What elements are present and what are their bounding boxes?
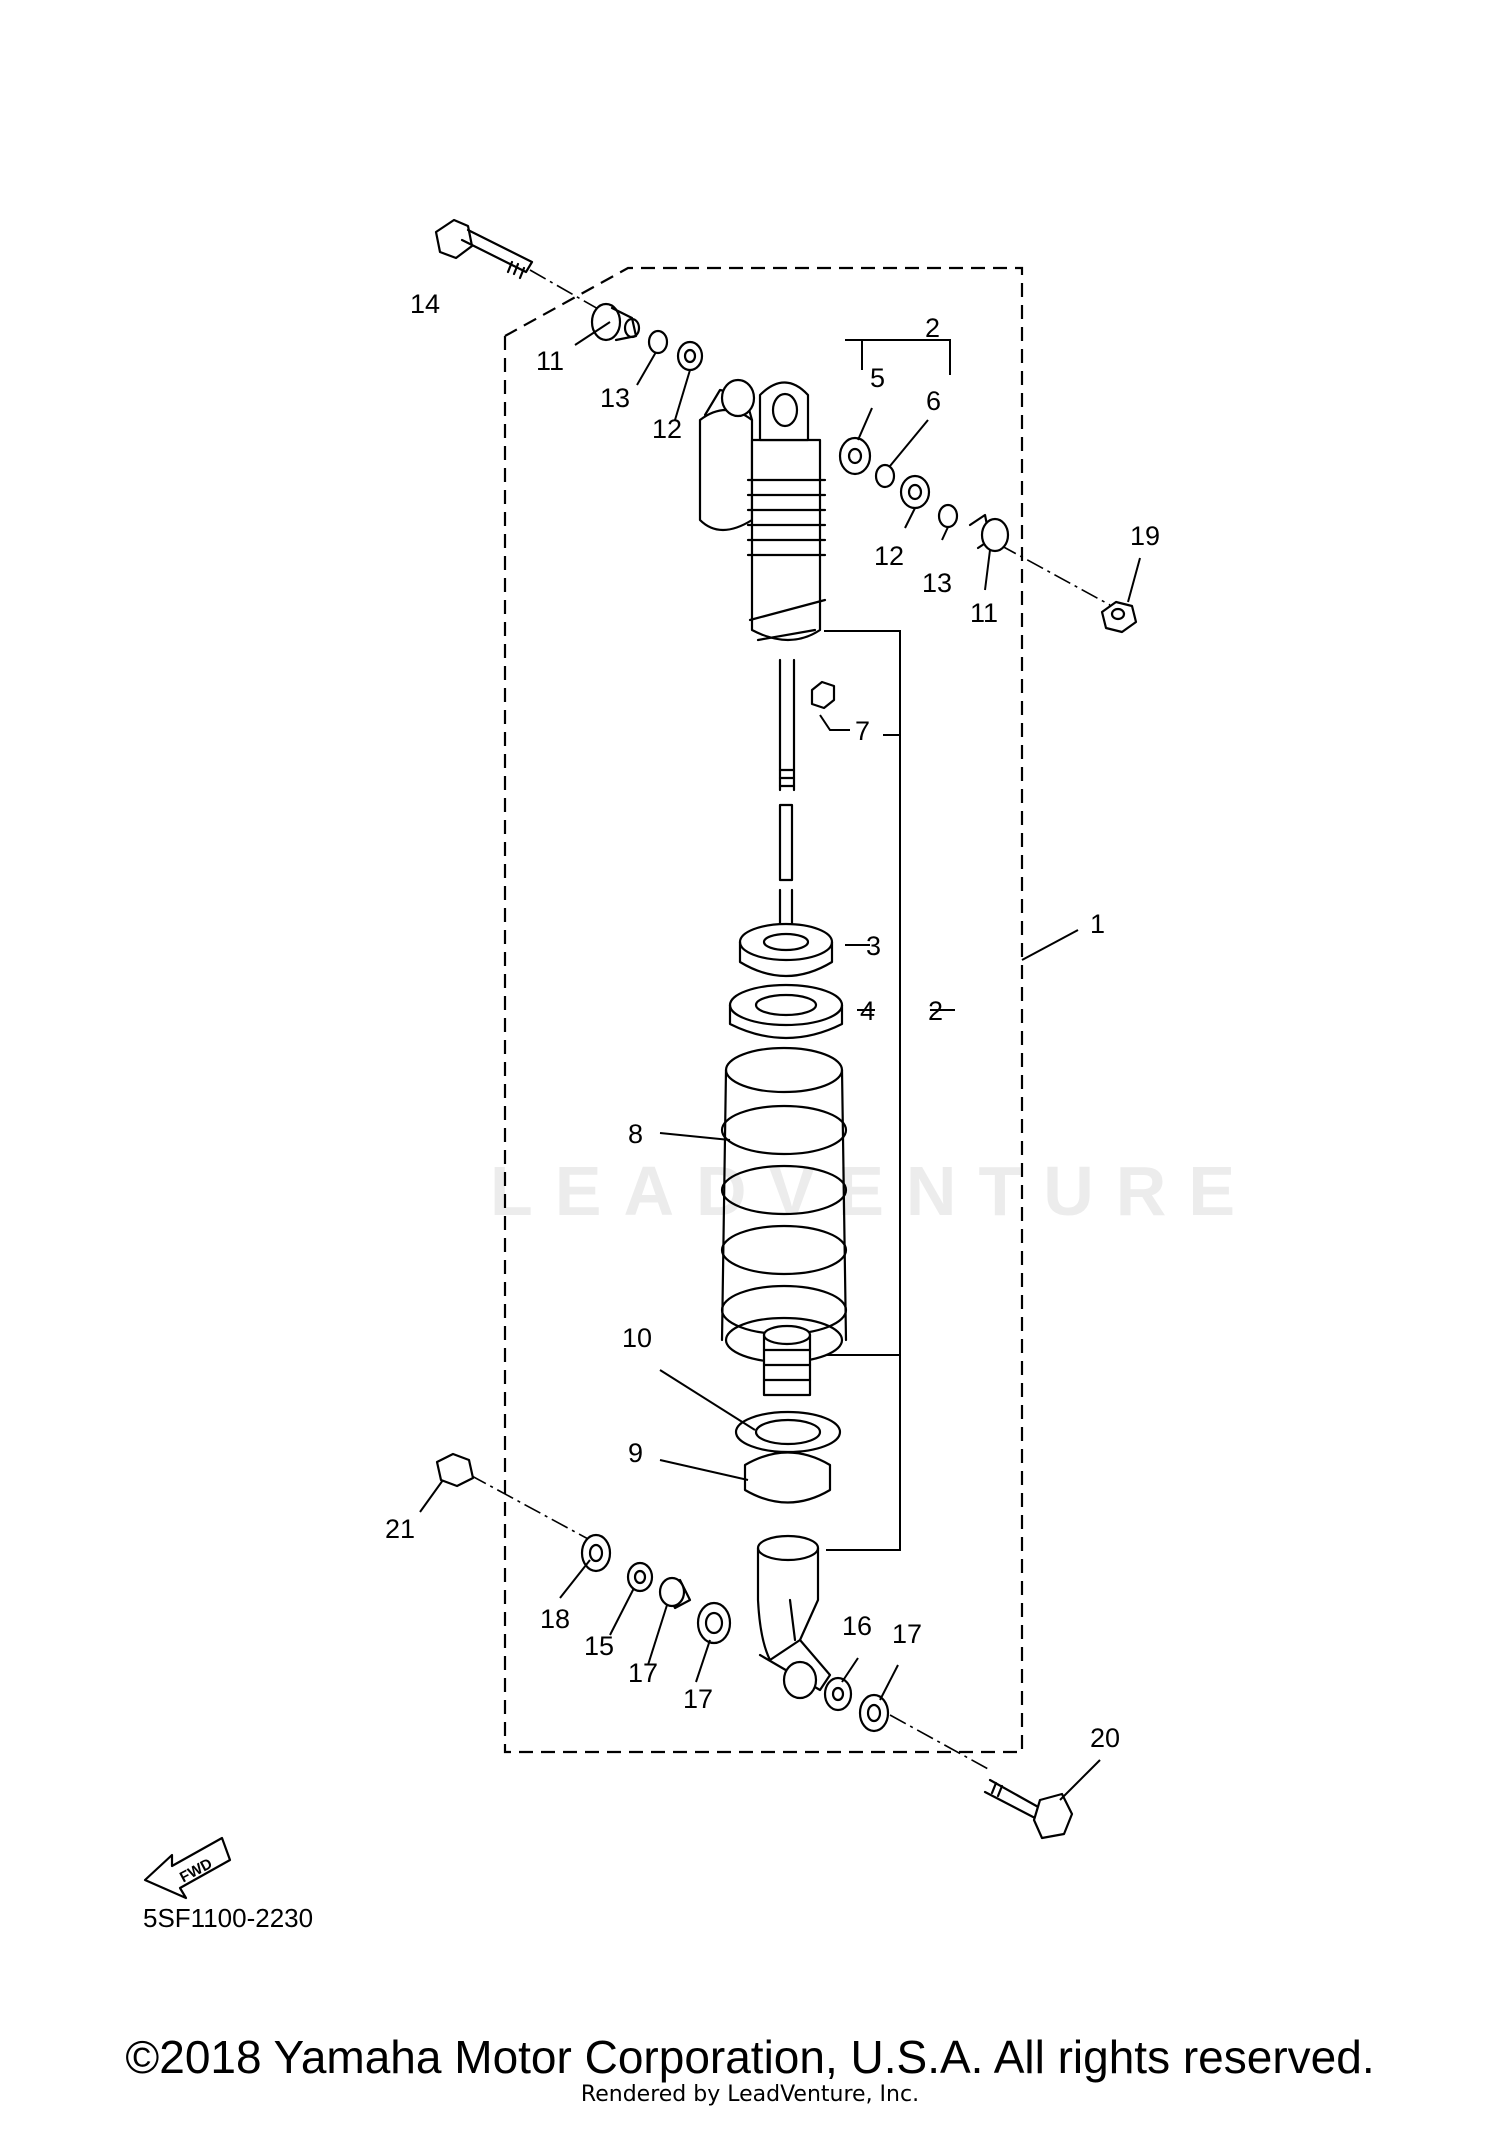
lower-bolt-20[interactable]	[983, 1778, 1074, 1840]
lower-clevis[interactable]	[756, 1534, 832, 1700]
upper-bolt-18[interactable]	[434, 218, 534, 280]
callout-12-upper-left: 12	[652, 414, 682, 444]
collar-11-upper-left[interactable]	[590, 302, 641, 342]
callout-17-left: 18	[540, 1604, 570, 1634]
bushing-12-right[interactable]	[899, 474, 931, 510]
bump-stop[interactable]	[762, 1324, 812, 1397]
washer-14-left[interactable]	[626, 1561, 654, 1593]
nut-21[interactable]	[435, 1452, 475, 1488]
adjuster-5[interactable]	[810, 680, 836, 710]
leader-lines	[419, 321, 1141, 1801]
assembly-boundary	[503, 266, 1024, 1754]
spring-guide-10[interactable]	[734, 1410, 842, 1454]
callout-21: 21	[385, 1514, 415, 1544]
callout-6: 5	[870, 363, 885, 393]
callout-7: 6	[926, 386, 941, 416]
callout-9: 9	[628, 1438, 643, 1468]
callout-14-left: 15	[584, 1631, 614, 1661]
rendered-by-notice: Rendered by LeadVenture, Inc.	[580, 2082, 920, 2107]
callout-11-upper-left: 11	[536, 346, 564, 376]
pin[interactable]	[778, 803, 794, 882]
spacer-6[interactable]	[838, 436, 872, 476]
callout-14-right: 16	[842, 1611, 872, 1641]
nut-19[interactable]	[1100, 600, 1138, 634]
callout-12-right: 12	[874, 541, 904, 571]
upper-bolt-axis	[529, 269, 601, 311]
callout-3: 3	[866, 931, 881, 961]
callout-17-right: 17	[892, 1619, 922, 1649]
lower-bolt-axis	[469, 1474, 591, 1541]
spring-seat-9[interactable]	[743, 1451, 832, 1504]
callout-11-right: 11	[970, 598, 998, 628]
callout-2-upper: 2	[925, 313, 940, 343]
oring-13-right[interactable]	[937, 503, 959, 529]
ring-nut-3[interactable]	[738, 922, 834, 977]
diagram-code: 5SF1100-2230	[143, 1903, 313, 1933]
callout-13-right: 13	[922, 568, 952, 598]
callout-2-lower: 2	[928, 996, 943, 1026]
callout-19: 19	[1130, 521, 1160, 551]
damper-rod[interactable]	[778, 658, 796, 792]
oring-7[interactable]	[874, 463, 896, 489]
copyright-notice: ©2018 Yamaha Motor Corporation, U.S.A. A…	[125, 2031, 1375, 2083]
callout-10: 10	[622, 1323, 652, 1353]
callout-13-upper-left: 13	[600, 383, 630, 413]
upper-bolt-axis-right	[999, 544, 1111, 606]
washer-14-right[interactable]	[823, 1676, 853, 1712]
bearing-15[interactable]	[696, 1601, 732, 1645]
grouping-brackets	[824, 339, 1079, 1551]
callout-labels: 14 11 13 12 2 5 6 12 13 11 19 7 3 4 2 1 …	[385, 289, 1160, 1753]
callout-16: 17	[628, 1658, 658, 1688]
callout-8: 8	[628, 1119, 643, 1149]
callout-15: 17	[683, 1684, 713, 1714]
callout-1: 1	[1090, 909, 1105, 939]
bushing-12-upper-left[interactable]	[676, 340, 704, 372]
collar-11-right[interactable]	[968, 513, 1010, 553]
sleeve-16[interactable]	[658, 1576, 692, 1610]
callout-20: 20	[1090, 1723, 1120, 1753]
watermark: LEADVENTURE	[490, 1152, 1257, 1230]
oring-13-upper-left[interactable]	[647, 329, 669, 355]
ring-nut-4[interactable]	[728, 983, 844, 1039]
callout-4: 4	[860, 996, 875, 1026]
callout-5: 7	[855, 716, 870, 746]
callout-18: 14	[410, 289, 440, 319]
lower-bolt-axis-right	[889, 1714, 991, 1771]
shock-absorber-body[interactable]	[698, 378, 827, 642]
collar-17-right[interactable]	[858, 1693, 890, 1733]
forward-arrow-icon: FWD	[143, 1836, 232, 1900]
